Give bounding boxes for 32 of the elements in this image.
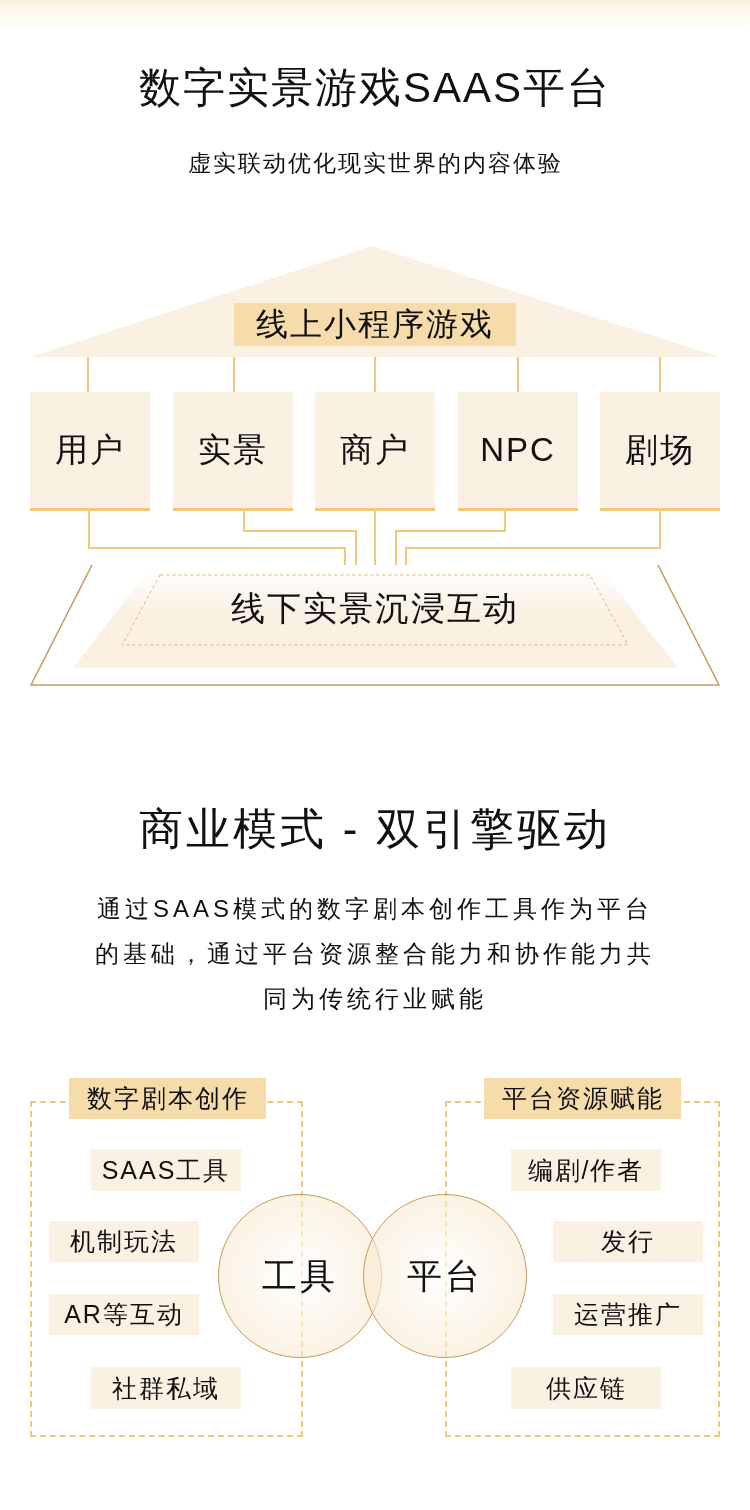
role-box: NPC [458,392,578,511]
tag-box: 编剧/作者 [511,1149,661,1191]
role-box: 用户 [30,392,150,511]
tag-box: AR等互动 [49,1294,199,1335]
group-heading: 数字剧本创作 [69,1078,266,1119]
tag-box: 供应链 [511,1367,661,1409]
connector-line [517,356,519,393]
tag-box: 社群私域 [91,1367,241,1409]
role-box: 商户 [315,392,435,511]
page-title: 数字实景游戏SAAS平台 [137,63,613,113]
tag-box: SAAS工具 [91,1149,241,1191]
tag-box: 运营推广 [553,1294,703,1335]
subtitle: 虚实联动优化现实世界的内容体验 [186,149,564,178]
connector-line [659,356,661,393]
connector-line [374,356,376,393]
base-label: 线下实景沉浸互动 [230,588,520,629]
role-box: 实景 [173,392,293,511]
group-heading: 平台资源赋能 [484,1078,681,1119]
connector-line [88,510,346,566]
connector-line [243,510,357,566]
connector-line [395,510,506,566]
tag-box: 发行 [553,1221,703,1262]
section-heading: 商业模式 - 双引擎驱动 [138,803,612,855]
description-text: 通过SAAS模式的数字剧本创作工具作为平台的基础，通过平台资源整合能力和协作能力共同为传统行业赋能 [94,894,656,1014]
connector-line [87,356,89,393]
role-box: 剧场 [600,392,720,511]
highlighted-label: 线上小程序游戏 [234,303,516,346]
connector-line [374,510,376,566]
connector-line [233,356,235,393]
tag-box: 机制玩法 [49,1221,199,1262]
connector-line [405,510,661,566]
venn-circle: 平台 [363,1194,527,1358]
